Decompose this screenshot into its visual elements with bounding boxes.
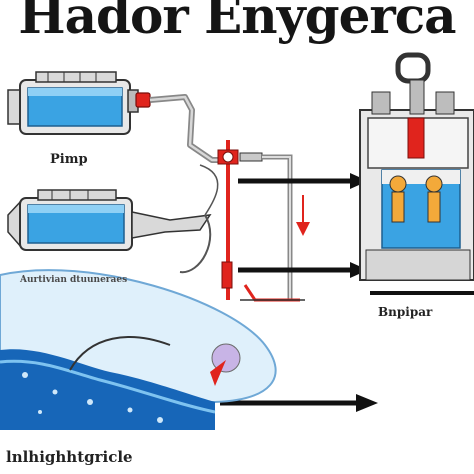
lower-pump-tank (7, 189, 212, 251)
wave-caption: Aurtivian dtuuneraes (20, 275, 128, 285)
drain-hose (179, 214, 212, 274)
bottom-caption: lnlhighhtgricle (6, 448, 133, 466)
reservoir-machine (359, 52, 474, 281)
diagram-title: Hador Enygerca (18, 0, 456, 45)
pump-label: Pimp (50, 152, 88, 167)
control-valve (217, 140, 310, 302)
upper-pump-tank (7, 71, 151, 135)
upper-feed-pipe (149, 94, 226, 163)
water-wave (0, 269, 277, 430)
reservoir-label: Bnpipar (378, 305, 433, 319)
